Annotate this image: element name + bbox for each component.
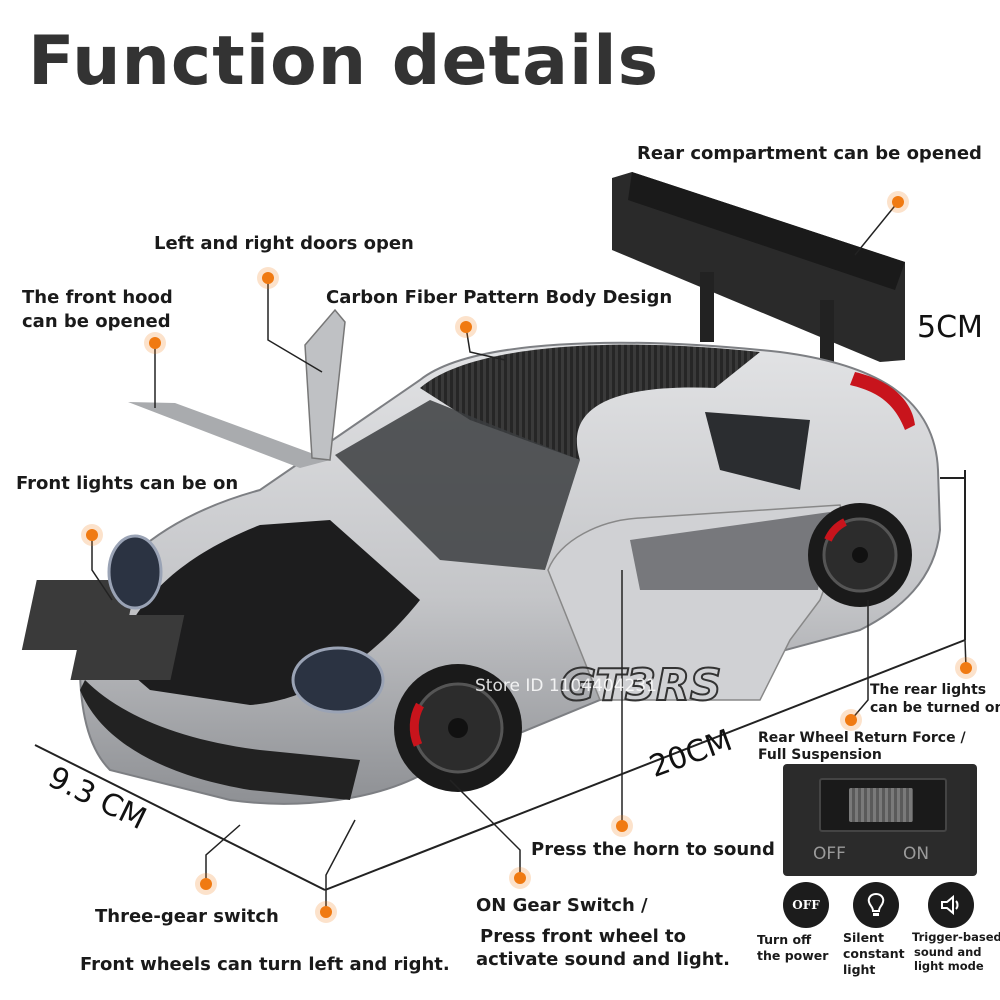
dimension-height: 5CM: [917, 310, 983, 345]
light-bulb-icon: [853, 882, 899, 928]
switch-off-label: OFF: [813, 844, 846, 864]
gt3rs-decal: GT3RS: [560, 660, 722, 711]
label-front-wheels: Front wheels can turn left and right.: [80, 954, 450, 975]
mode-light-line1: Silent: [843, 930, 884, 945]
hotspot-on-gear: [514, 872, 526, 884]
rear-wheel: [808, 503, 912, 607]
rear-side-window: [705, 412, 810, 490]
label-rear-lights-line2: can be turned on: [870, 700, 1000, 716]
leader-lines: [91, 201, 967, 912]
mode-light-line3: light: [843, 962, 876, 977]
hotspot-three-gear: [200, 878, 212, 890]
label-rear-wheel-line2: Full Suspension: [758, 747, 882, 763]
label-three-gear: Three-gear switch: [95, 906, 279, 927]
hotspot-rear-lights: [960, 662, 972, 674]
switch-on-label: ON: [903, 844, 930, 864]
label-horn: Press the horn to sound: [531, 839, 775, 860]
rear-light: [850, 372, 915, 430]
hotspot-doors: [262, 272, 274, 284]
label-carbon: Carbon Fiber Pattern Body Design: [326, 287, 673, 308]
hotspot-horn: [616, 820, 628, 832]
label-hood-line2: can be opened: [22, 311, 171, 332]
door-window: [630, 512, 830, 590]
dimension-lines: [34, 470, 966, 891]
store-watermark: Store ID 1104404231: [475, 676, 658, 696]
front-bumper: [80, 680, 360, 800]
left-door-open: [304, 308, 346, 461]
left-headlight: [107, 534, 163, 610]
mode-light-line2: constant: [843, 946, 905, 961]
switch-panel: OFF ON: [783, 764, 977, 876]
trunk-grille-2: [70, 615, 185, 680]
hotspot-carbon: [460, 321, 472, 333]
power-off-icon: OFF: [783, 882, 829, 928]
mode-off-line1: Turn off: [757, 932, 812, 947]
label-on-gear-line2: Press front wheel to: [480, 926, 686, 947]
label-on-gear-line3: activate sound and light.: [476, 949, 731, 970]
hotspot-rear-wheel: [845, 714, 857, 726]
right-headlight: [291, 646, 385, 714]
label-doors: Left and right doors open: [154, 233, 414, 254]
hotspot-rear-compartment: [892, 196, 904, 208]
label-rear-wheel-line1: Rear Wheel Return Force /: [758, 730, 966, 746]
label-rear-compartment: Rear compartment can be opened: [637, 143, 982, 164]
rear-wing: [612, 172, 905, 370]
sound-icon: [928, 882, 974, 928]
switch-knob: [849, 788, 913, 822]
front-wheel: [394, 664, 522, 792]
label-front-lights: Front lights can be on: [16, 473, 239, 494]
label-on-gear-line1: ON Gear Switch /: [476, 895, 648, 916]
hotspot-front-wheels: [320, 906, 332, 918]
mode-off-line2: the power: [757, 948, 829, 963]
switch-slot: [819, 778, 947, 832]
hotspot-front-lights: [86, 529, 98, 541]
mode-sound-line1: Trigger-based: [912, 930, 1000, 944]
windshield: [335, 400, 580, 570]
mode-sound-line2: sound and: [914, 945, 982, 959]
hotspot-hood: [149, 337, 161, 349]
label-hood-line1: The front hood: [22, 287, 173, 308]
page-title: Function details: [28, 22, 660, 101]
label-rear-lights-line1: The rear lights: [870, 682, 987, 698]
mode-sound-line3: light mode: [914, 959, 984, 973]
hood-panel: [128, 402, 330, 468]
